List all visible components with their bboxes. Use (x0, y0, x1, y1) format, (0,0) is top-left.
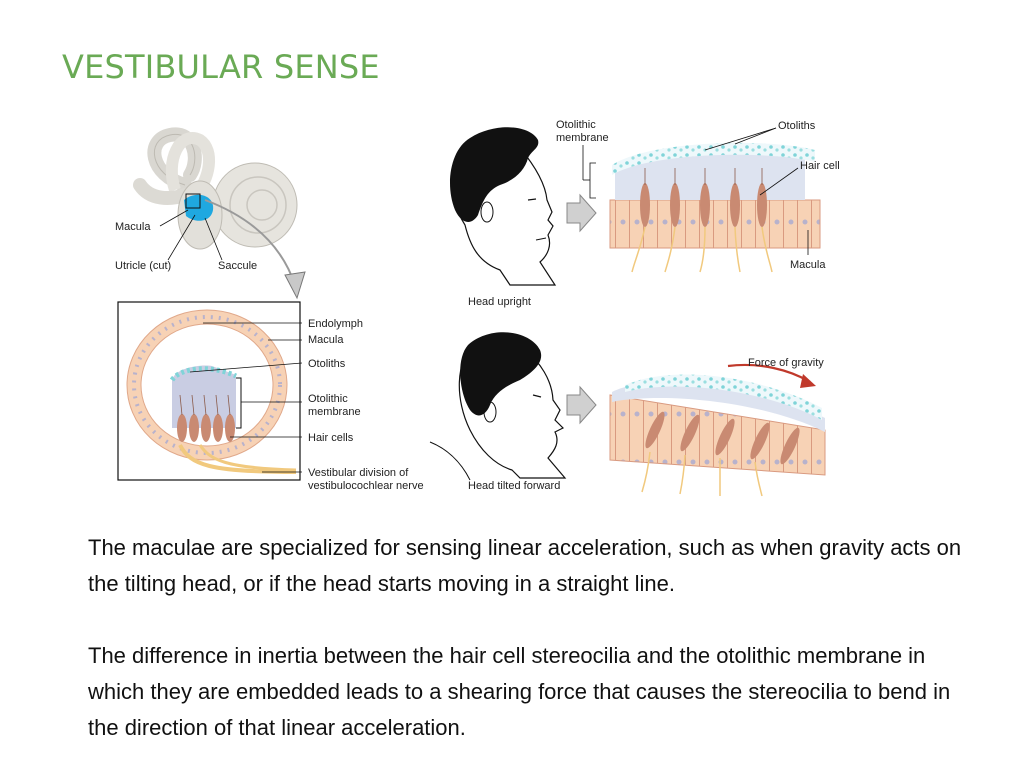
label-force-of-gravity: Force of gravity (748, 357, 824, 369)
label-otolithic-membrane-mid-1: Otolithic (308, 393, 348, 405)
label-vestibular-division-2: vestibulocochlear nerve (308, 480, 424, 492)
label-vestibular-division-1: Vestibular division of (308, 467, 409, 479)
label-macula-mid: Macula (308, 334, 344, 346)
vestibular-figure: Macula Utricle (cut) Saccule (115, 119, 840, 497)
label-otolithic-membrane-top-1: Otolithic (556, 119, 596, 131)
label-macula-left: Macula (115, 221, 151, 233)
label-otoliths-mid: Otoliths (308, 358, 346, 370)
label-utricle: Utricle (cut) (115, 260, 171, 272)
macula-upright-diagram (582, 127, 821, 273)
paragraph-maculae-linear-acceleration: The maculae are specialized for sensing … (88, 535, 962, 596)
label-otolithic-membrane-top-2: membrane (556, 132, 609, 144)
slide-title: VESTIBULAR SENSE (62, 48, 380, 86)
label-hair-cell: Hair cell (800, 160, 840, 172)
macula-tilted-diagram (609, 363, 826, 497)
label-hair-cells: Hair cells (308, 432, 354, 444)
head-tilted-illustration (429, 332, 567, 481)
arrow-right-icon (566, 193, 597, 233)
label-endolymph: Endolymph (308, 318, 363, 330)
label-saccule: Saccule (218, 260, 257, 272)
paragraph-inertia-shearing-force: The difference in inertia between the ha… (88, 643, 951, 740)
inner-ear-illustration (133, 127, 306, 300)
label-head-upright: Head upright (468, 296, 531, 308)
macula-cross-section (117, 301, 303, 481)
head-upright-illustration (450, 127, 557, 286)
label-otolithic-membrane-mid-2: membrane (308, 406, 361, 418)
arrow-right-icon-2 (566, 385, 597, 425)
label-head-tilted: Head tilted forward (468, 480, 560, 492)
label-otoliths-top: Otoliths (778, 120, 816, 132)
label-macula-right: Macula (790, 259, 826, 271)
